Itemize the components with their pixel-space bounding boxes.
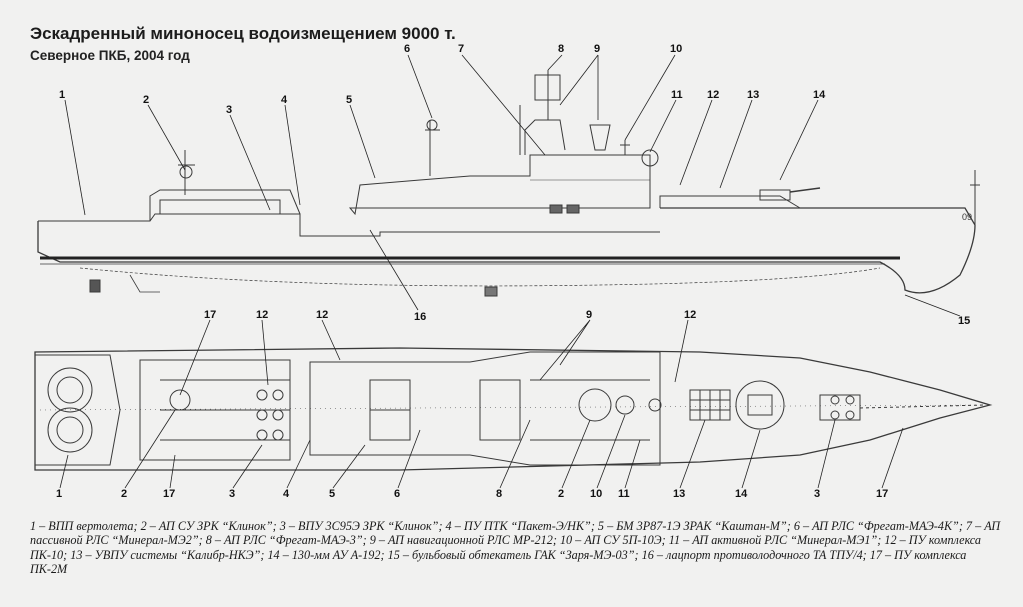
callout-8: 8 bbox=[558, 43, 564, 55]
legend-caption: 1 – ВПП вертолета; 2 – АП СУ ЗРК “Клинок… bbox=[30, 519, 1001, 577]
callout-16: 16 bbox=[414, 311, 426, 323]
callout-mid-12b: 12 bbox=[316, 309, 328, 321]
callout-b-8: 8 bbox=[496, 488, 502, 500]
callout-b-3: 3 bbox=[229, 488, 235, 500]
callout-b-4: 4 bbox=[283, 488, 290, 500]
callout-b-2b: 2 bbox=[558, 488, 564, 500]
diagram-subtitle: Северное ПКБ, 2004 год bbox=[30, 48, 190, 63]
leader-lines bbox=[59, 54, 961, 489]
svg-text:09: 09 bbox=[962, 212, 972, 222]
diagram-title: Эскадренный миноносец водоизмещением 900… bbox=[30, 24, 456, 43]
side-view: 09 bbox=[37, 70, 980, 297]
callout-7: 7 bbox=[458, 43, 464, 55]
callout-12: 12 bbox=[707, 89, 719, 101]
callout-mid-17: 17 bbox=[204, 309, 216, 321]
callout-9: 9 bbox=[594, 43, 600, 55]
callout-b-11: 11 bbox=[618, 488, 630, 500]
callout-2: 2 bbox=[143, 94, 149, 106]
callout-b-3b: 3 bbox=[814, 488, 820, 500]
ship-drawing: 09 bbox=[34, 43, 993, 500]
callout-14: 14 bbox=[813, 89, 826, 101]
callout-b-17: 17 bbox=[163, 488, 175, 500]
callout-1: 1 bbox=[59, 89, 65, 101]
callout-b-10: 10 bbox=[590, 488, 602, 500]
callout-mid-9: 9 bbox=[586, 309, 592, 321]
callout-5: 5 bbox=[346, 94, 352, 106]
callout-6: 6 bbox=[404, 43, 410, 55]
callout-b-17b: 17 bbox=[876, 488, 888, 500]
callout-10: 10 bbox=[670, 43, 682, 55]
callout-mid-12a: 12 bbox=[256, 309, 268, 321]
callout-b-6: 6 bbox=[394, 488, 400, 500]
callouts-top: 1 2 3 4 5 6 7 8 9 10 11 12 13 14 15 16 bbox=[59, 43, 970, 327]
callout-b-14: 14 bbox=[735, 488, 748, 500]
callout-b-1: 1 bbox=[56, 488, 62, 500]
callouts-bottom: 1 2 17 3 4 5 6 8 2 10 11 13 14 3 17 bbox=[56, 488, 888, 500]
callout-b-2: 2 bbox=[121, 488, 127, 500]
callout-b-13: 13 bbox=[673, 488, 685, 500]
callout-11: 11 bbox=[671, 89, 683, 101]
callout-mid-12c: 12 bbox=[684, 309, 696, 321]
callouts-mid: 17 12 12 9 12 bbox=[204, 309, 696, 321]
callout-b-5: 5 bbox=[329, 488, 335, 500]
callout-3: 3 bbox=[226, 104, 232, 116]
callout-13: 13 bbox=[747, 89, 759, 101]
callout-4: 4 bbox=[281, 94, 288, 106]
callout-15: 15 bbox=[958, 315, 970, 327]
plan-view bbox=[34, 347, 993, 471]
